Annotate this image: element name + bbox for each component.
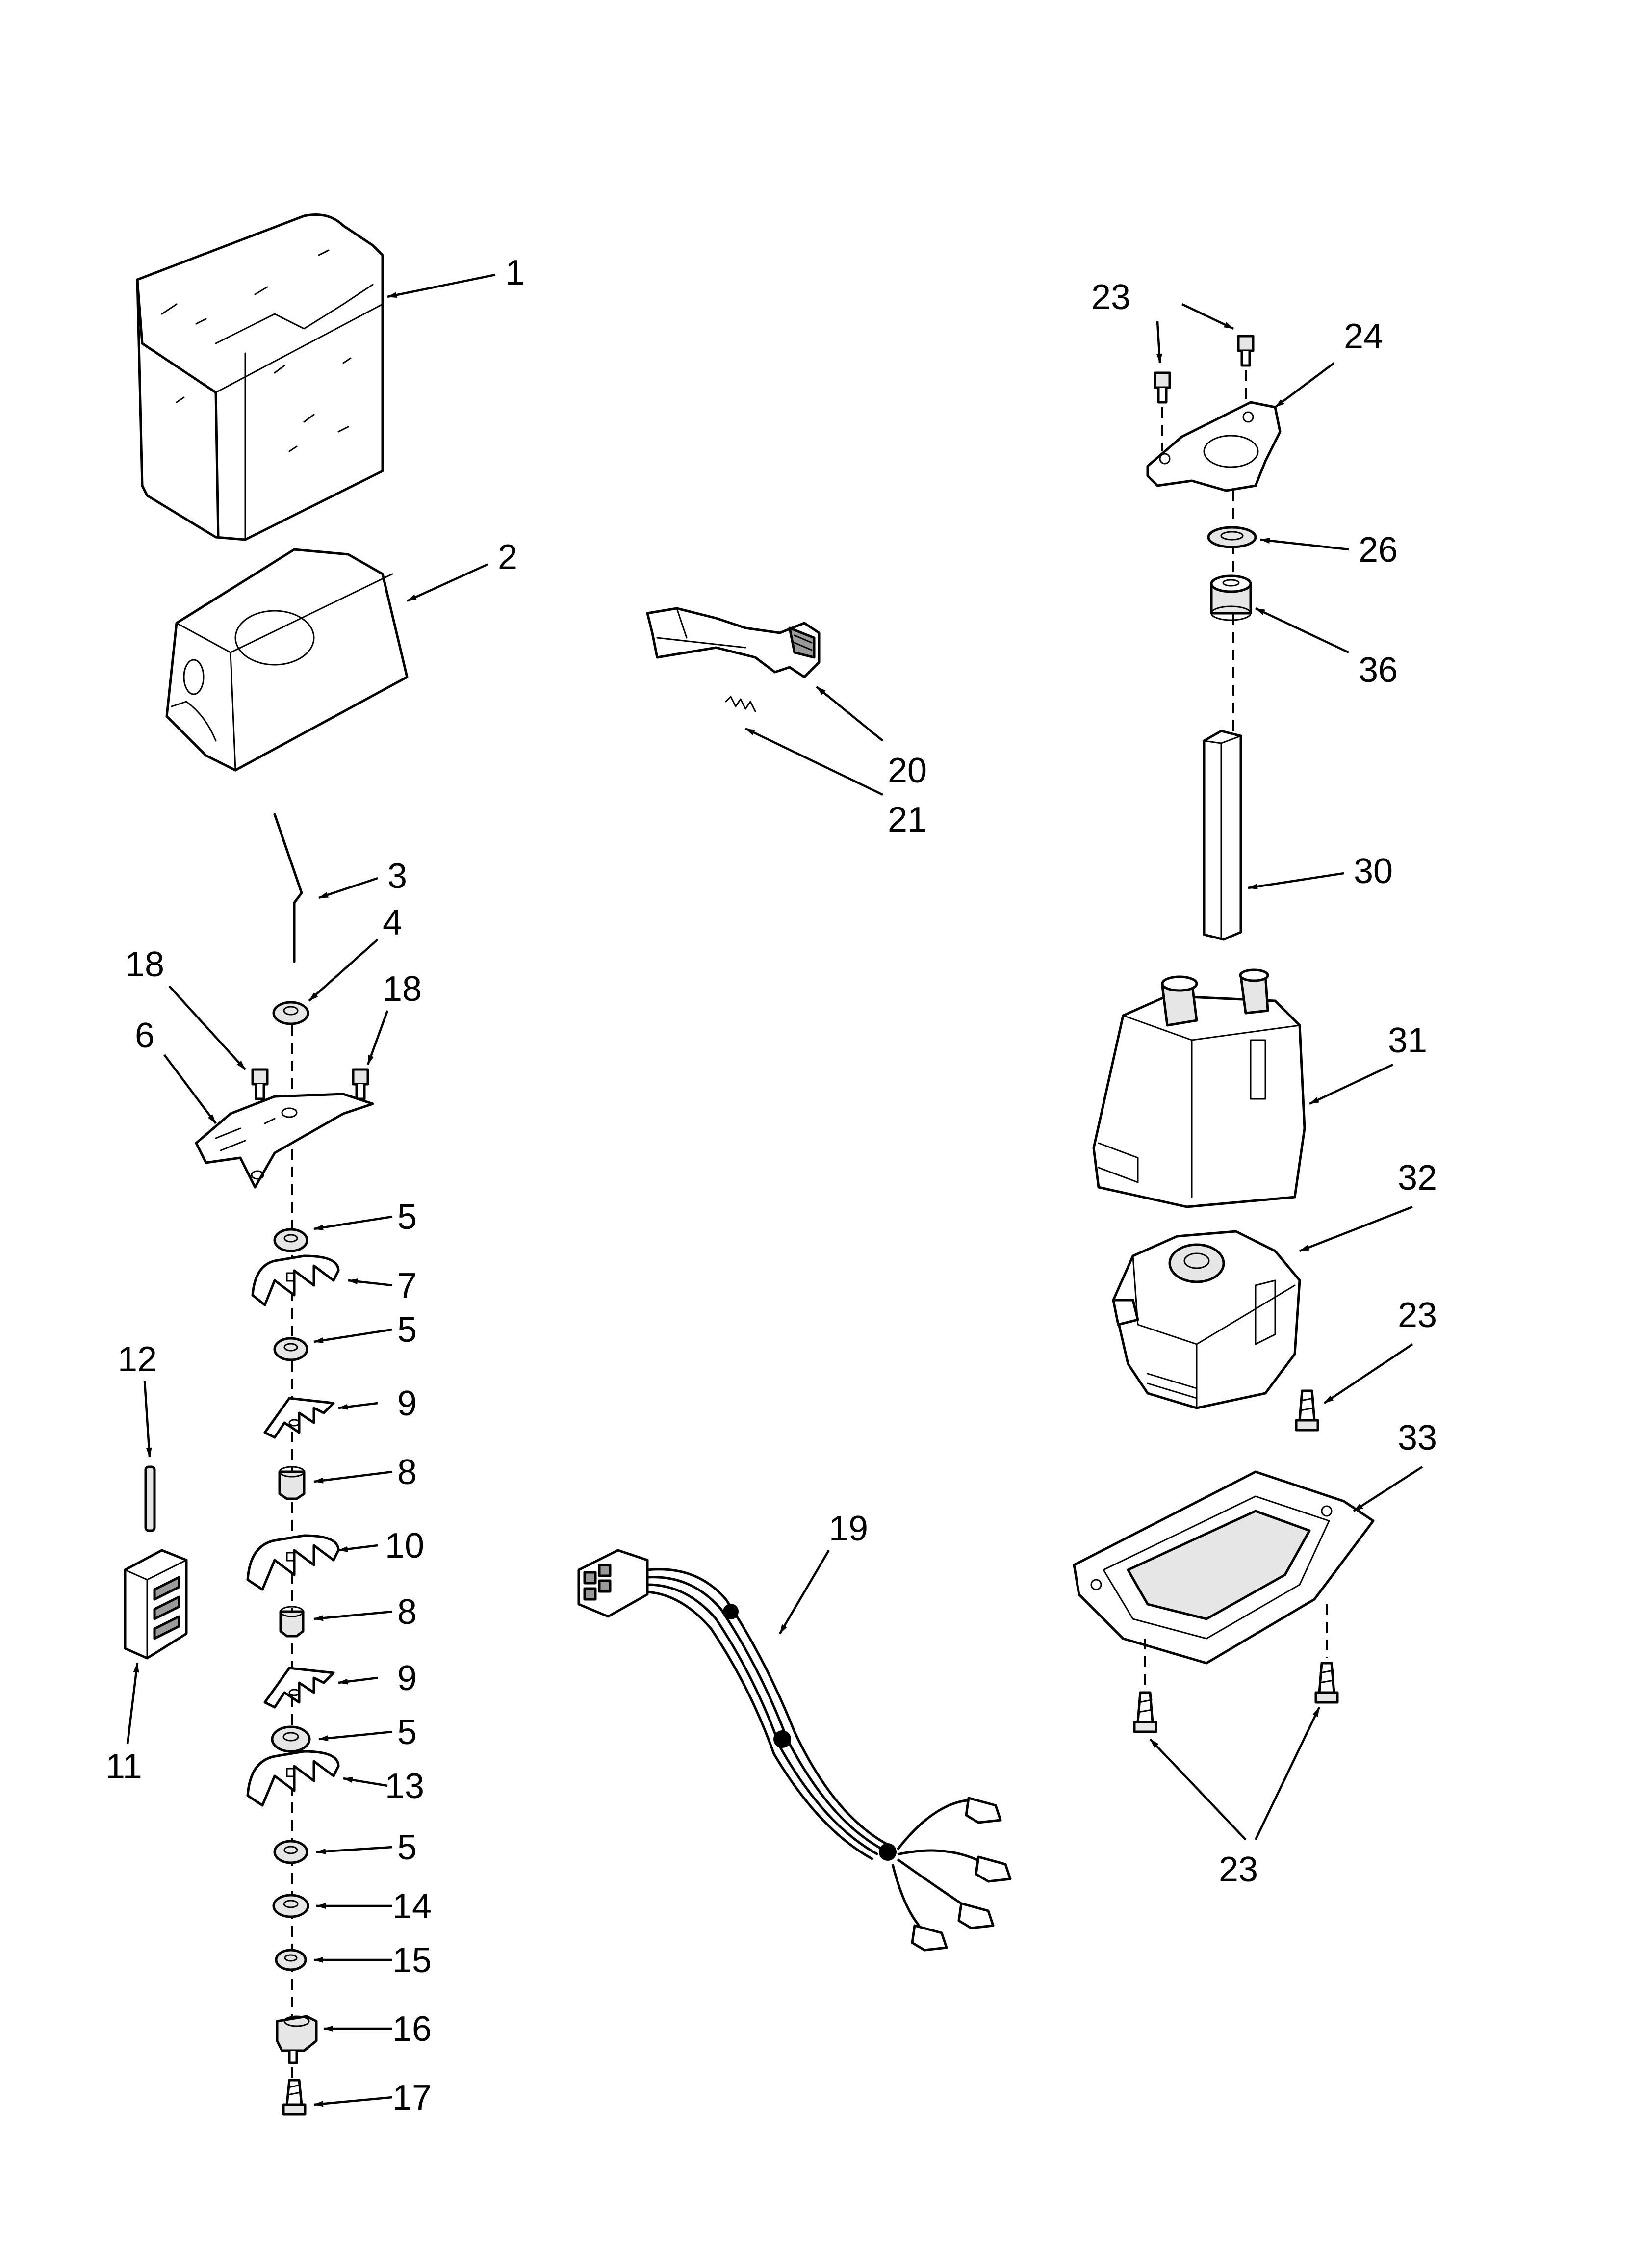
part-10-cam [246, 1534, 340, 1591]
part-3-rod [273, 813, 303, 963]
callout-18-right: 18 [383, 969, 422, 1009]
part-31-housing-cover [1092, 968, 1306, 1208]
callout-23-middle: 23 [1398, 1296, 1437, 1335]
part-26-washer [1207, 526, 1257, 548]
part-19-wire-harness [577, 1549, 1012, 1952]
part-5-washer-4 [273, 1840, 308, 1864]
part-18-screw-left [251, 1068, 269, 1100]
callout-17: 17 [392, 2078, 432, 2117]
part-1-ice-bucket [136, 213, 384, 541]
part-5-washer-2 [273, 1337, 308, 1361]
callout-33: 33 [1398, 1418, 1437, 1458]
callout-23-top: 23 [1091, 278, 1130, 317]
part-17-screw [282, 2079, 307, 2116]
part-20-switch-bracket [646, 607, 821, 678]
part-14-washer [272, 1894, 309, 1918]
part-23-screw-top-right [1237, 335, 1255, 367]
callout-3: 3 [387, 857, 407, 896]
callout-20: 20 [888, 751, 927, 790]
part-30-shaft [1203, 730, 1242, 941]
callout-5-1: 5 [397, 1198, 417, 1237]
part-5-washer-1 [273, 1228, 308, 1252]
callout-7: 7 [397, 1266, 417, 1305]
callout-16: 16 [392, 2009, 432, 2049]
callout-11: 11 [105, 1747, 142, 1786]
part-8-spacer-2 [279, 1606, 305, 1638]
callout-9-2: 9 [397, 1659, 417, 1698]
part-23-screw-bottom-left [1133, 1691, 1157, 1733]
part-7-cam [251, 1254, 340, 1306]
callout-36: 36 [1359, 651, 1398, 690]
callout-4: 4 [383, 903, 402, 942]
part-13-cam [246, 1750, 340, 1807]
callout-2: 2 [498, 538, 517, 577]
callout-19: 19 [829, 1509, 868, 1548]
callout-5-3: 5 [397, 1713, 417, 1752]
callout-8-2: 8 [397, 1592, 417, 1632]
callout-1: 1 [505, 253, 525, 292]
part-36-bushing [1210, 574, 1252, 621]
part-18-screw-right [352, 1068, 369, 1100]
part-23-screw-bottom-right [1314, 1662, 1339, 1704]
part-9-lever-1 [263, 1397, 335, 1439]
callout-8-1: 8 [397, 1453, 417, 1492]
callout-10: 10 [385, 1526, 424, 1565]
callout-labels: 1 2 3 4 18 18 6 5 7 5 9 8 10 8 9 5 13 5 … [105, 253, 1437, 2117]
callout-5-4: 5 [397, 1828, 417, 1867]
callout-23-bottom: 23 [1219, 1850, 1258, 1889]
callout-6: 6 [135, 1016, 154, 1055]
part-2-bin-base [165, 548, 409, 772]
callout-12: 12 [118, 1340, 157, 1379]
part-15-washer [275, 1949, 307, 1971]
part-4-washer [272, 1001, 309, 1025]
leader-lines [126, 273, 1423, 2107]
part-33-gasket [1073, 1470, 1375, 1665]
callout-13: 13 [385, 1767, 424, 1806]
callout-15: 15 [392, 1941, 432, 1980]
callout-30: 30 [1354, 852, 1393, 891]
part-11-block [124, 1549, 188, 1660]
part-23-screw-top-left [1154, 371, 1171, 404]
callout-18-left: 18 [125, 945, 164, 984]
part-9-lever-2 [263, 1667, 335, 1709]
callout-5-2: 5 [397, 1310, 417, 1350]
part-8-spacer-1 [278, 1466, 306, 1500]
callout-9-1: 9 [397, 1384, 417, 1423]
callout-21: 21 [888, 800, 927, 839]
part-24-bracket [1146, 401, 1282, 492]
part-12-pin [144, 1465, 156, 1532]
callout-31: 31 [1388, 1021, 1427, 1060]
callout-24: 24 [1344, 317, 1383, 356]
part-21-spring [725, 696, 756, 712]
part-6-plate [195, 1093, 374, 1189]
part-23-screw-middle [1295, 1389, 1319, 1432]
part-32-gear-motor [1112, 1230, 1301, 1409]
part-16-bushing [276, 2015, 318, 2064]
callout-32: 32 [1398, 1158, 1437, 1198]
callout-26: 26 [1359, 530, 1398, 570]
callout-14: 14 [392, 1887, 432, 1926]
part-5-washer-3 [271, 1725, 311, 1753]
